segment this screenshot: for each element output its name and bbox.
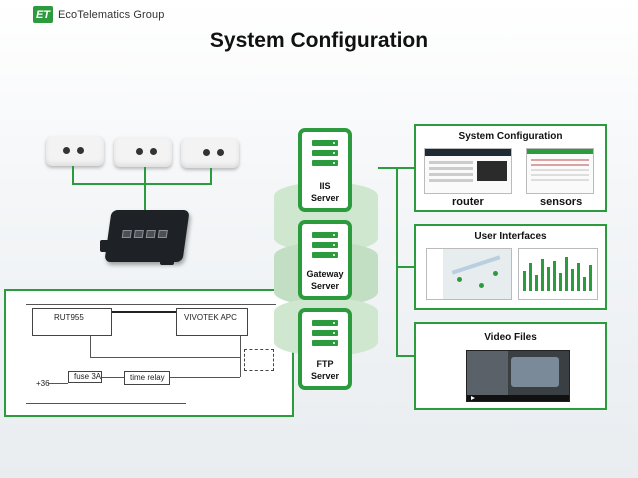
system-configuration-panel: System Configuration router sensors [414,124,607,212]
router-device [104,210,190,262]
ftp-server-label-1: FTP [316,359,334,369]
ftp-server-label-2: Server [310,371,340,381]
sensor-device-1 [46,136,104,166]
gateway-server-label-2: Server [310,281,340,291]
server-icon [312,160,338,166]
sensor-wire [210,168,212,184]
server-icon [312,252,338,258]
server-icon [312,340,338,346]
iis-server: IIS Server [298,128,352,212]
sensor-wire [144,167,146,184]
company-logo: ET [33,6,53,23]
connector [396,167,398,357]
gateway-server-label-1: Gateway [306,269,344,279]
sensor-bus [72,183,212,185]
time-relay-label: time relay [130,373,165,382]
sensor-device-3 [181,138,239,168]
ftp-server: FTP Server [298,308,352,390]
router-block-label: RUT955 [54,313,84,322]
sensor-to-router-wire [144,184,146,210]
router-antenna [160,255,174,265]
panel-title: User Interfaces [474,231,547,242]
gateway-server: Gateway Server [298,220,352,300]
door-switch-block [244,349,274,371]
sensors-config-thumbnail [526,148,594,194]
video-files-panel: Video Files [414,322,607,410]
user-interfaces-panel: User Interfaces [414,224,607,310]
server-icon [312,150,338,156]
fuse-block [68,371,102,383]
company-name: EcoTelematics Group [58,8,165,21]
server-icon [312,320,338,326]
router-caption: router [452,196,484,208]
map-interface-thumbnail [426,248,512,300]
connector [396,355,414,357]
page-title: System Configuration [209,29,429,52]
supply-label: +36 [36,379,50,388]
play-icon[interactable] [471,396,475,400]
wiring-schematic: RUT955 VIVOTEK APC fuse 3A time relay +3… [4,289,294,417]
video-thumbnail[interactable] [466,350,570,402]
panel-title: Video Files [484,332,537,343]
fuse-label: fuse 3A [74,372,102,381]
server-icon [312,140,338,146]
camera-block [176,308,248,336]
sensor-wire [72,166,74,184]
time-relay-block [124,371,170,385]
connector [396,266,414,268]
iis-server-label-1: IIS [319,181,331,191]
router-antenna [100,240,110,252]
server-icon [312,330,338,336]
iis-server-label-2: Server [310,193,340,203]
router-config-thumbnail [424,148,512,194]
server-icon [312,242,338,248]
router-block [32,308,112,336]
server-icon [312,232,338,238]
company-logo-block: ET EcoTelematics Group [33,6,164,23]
sensors-caption: sensors [540,196,583,208]
sensor-device-2 [114,137,172,167]
chart-interface-thumbnail [518,248,598,300]
panel-title: System Configuration [458,131,563,142]
camera-block-label: VIVOTEK APC [184,313,237,322]
